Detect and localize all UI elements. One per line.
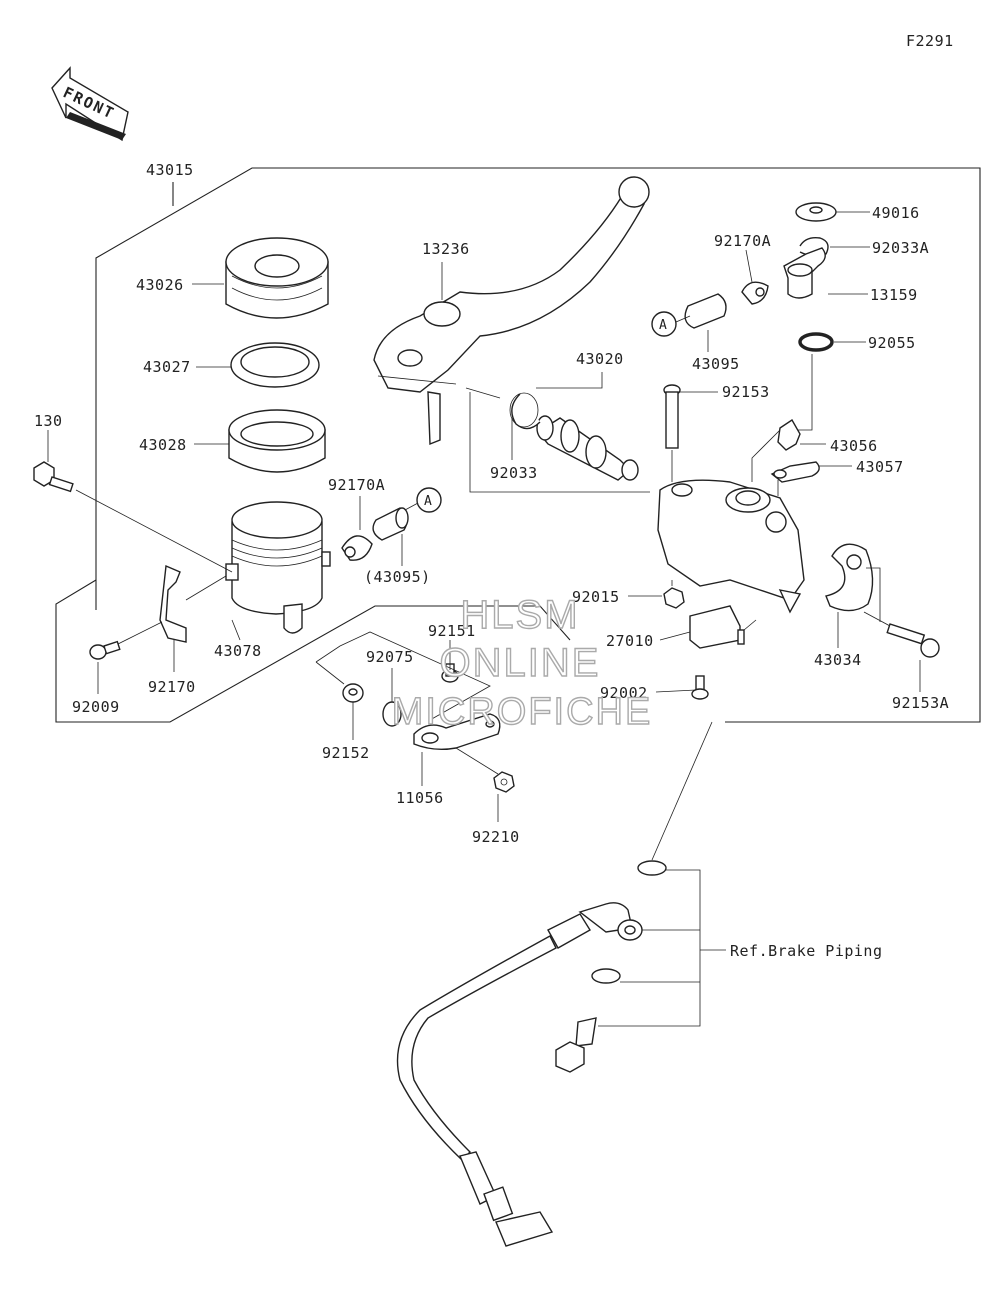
- leader-lines: [47, 262, 921, 822]
- label-49016: 49016: [872, 204, 920, 222]
- label-92055: 92055: [868, 334, 916, 352]
- bleeder-43056: [777, 419, 801, 451]
- washer-92152: [342, 683, 364, 703]
- label-92151: 92151: [428, 622, 476, 640]
- label-130: 130: [34, 412, 63, 430]
- label-43015: 43015: [146, 161, 194, 179]
- svg-text:A: A: [659, 318, 667, 333]
- label-92153: 92153: [722, 383, 770, 401]
- diaphragm-plate-43027: [230, 342, 320, 388]
- assembly-boundary: [55, 167, 981, 723]
- label-43027: 43027: [143, 358, 191, 376]
- callout-A-right: A: [651, 311, 677, 337]
- label-27010: 27010: [606, 632, 654, 650]
- cap-49016: [795, 202, 837, 222]
- label-43095-paren: (43095): [364, 568, 431, 586]
- reservoir-cap-43026: [225, 237, 329, 319]
- label-43028: 43028: [139, 436, 187, 454]
- label-11056: 11056: [396, 789, 444, 807]
- bolt-92153A: [886, 623, 940, 658]
- label-43095: 43095: [692, 355, 740, 373]
- label-92210: 92210: [472, 828, 520, 846]
- hose-fitting-13159: [783, 247, 826, 299]
- label-43056: 43056: [830, 437, 878, 455]
- callout-A-left: A: [416, 487, 442, 513]
- watermark: HLSM ONLINE MICROFICHE: [391, 592, 653, 733]
- front-direction-arrow: FRONT: [51, 66, 129, 142]
- label-92170: 92170: [148, 678, 196, 696]
- label-92170A-right: 92170A: [714, 232, 771, 250]
- nut-92015: [663, 587, 685, 609]
- bleeder-cap-43057: [770, 461, 820, 483]
- watermark-line-3: MICROFICHE: [392, 691, 653, 733]
- washer-lower: [591, 968, 621, 984]
- label-43078: 43078: [214, 642, 262, 660]
- brake-lever-13236: [373, 176, 650, 446]
- washer-upper: [637, 860, 667, 876]
- label-92170A-left: 92170A: [328, 476, 385, 494]
- label-92015: 92015: [572, 588, 620, 606]
- label-92033: 92033: [490, 464, 538, 482]
- watermark-line-2: ONLINE: [440, 641, 601, 685]
- watermark-line-1: HLSM: [460, 593, 579, 637]
- label-92002: 92002: [600, 684, 648, 702]
- screw-92009: [89, 640, 121, 660]
- label-43026: 43026: [136, 276, 184, 294]
- circlip-92033: [509, 392, 541, 430]
- master-cylinder-body: [657, 479, 805, 614]
- figure-code: F2291: [906, 32, 954, 50]
- hose-clamp-92170A-right: [741, 281, 769, 305]
- label-43034: 43034: [814, 651, 862, 669]
- label-43057: 43057: [856, 458, 904, 476]
- label-92153A: 92153A: [892, 694, 949, 712]
- svg-text:A: A: [424, 494, 432, 509]
- banjo-bolt: [555, 1017, 597, 1073]
- hose-clamp-92170A-left: [341, 535, 373, 561]
- ref-brake-piping-note: Ref.Brake Piping: [730, 942, 883, 960]
- bracket-92170: [159, 564, 187, 643]
- bolt-130: [33, 461, 74, 493]
- hose-43095-right: [684, 293, 727, 329]
- brake-switch-27010: [689, 605, 745, 649]
- label-43020: 43020: [576, 350, 624, 368]
- o-ring-92055: [798, 332, 834, 352]
- label-13159: 13159: [870, 286, 918, 304]
- label-92152: 92152: [322, 744, 370, 762]
- pivot-bolt-92153: [663, 384, 681, 449]
- part-labels: 43015 43026 43027 43028 130 43078 92170A…: [34, 161, 949, 960]
- clamp-43034: [825, 543, 874, 612]
- nut-92210: [493, 771, 515, 793]
- label-92075: 92075: [366, 648, 414, 666]
- label-92009: 92009: [72, 698, 120, 716]
- brake-hose: [396, 902, 643, 1247]
- bracket-11056: [413, 713, 501, 751]
- piston-assembly-43020: [536, 415, 639, 481]
- hose-43095-left: [372, 507, 409, 541]
- label-13236: 13236: [422, 240, 470, 258]
- label-92033A: 92033A: [872, 239, 929, 257]
- reservoir-43078: [225, 501, 331, 634]
- diaphragm-43028: [228, 409, 326, 473]
- screw-92002: [691, 675, 709, 700]
